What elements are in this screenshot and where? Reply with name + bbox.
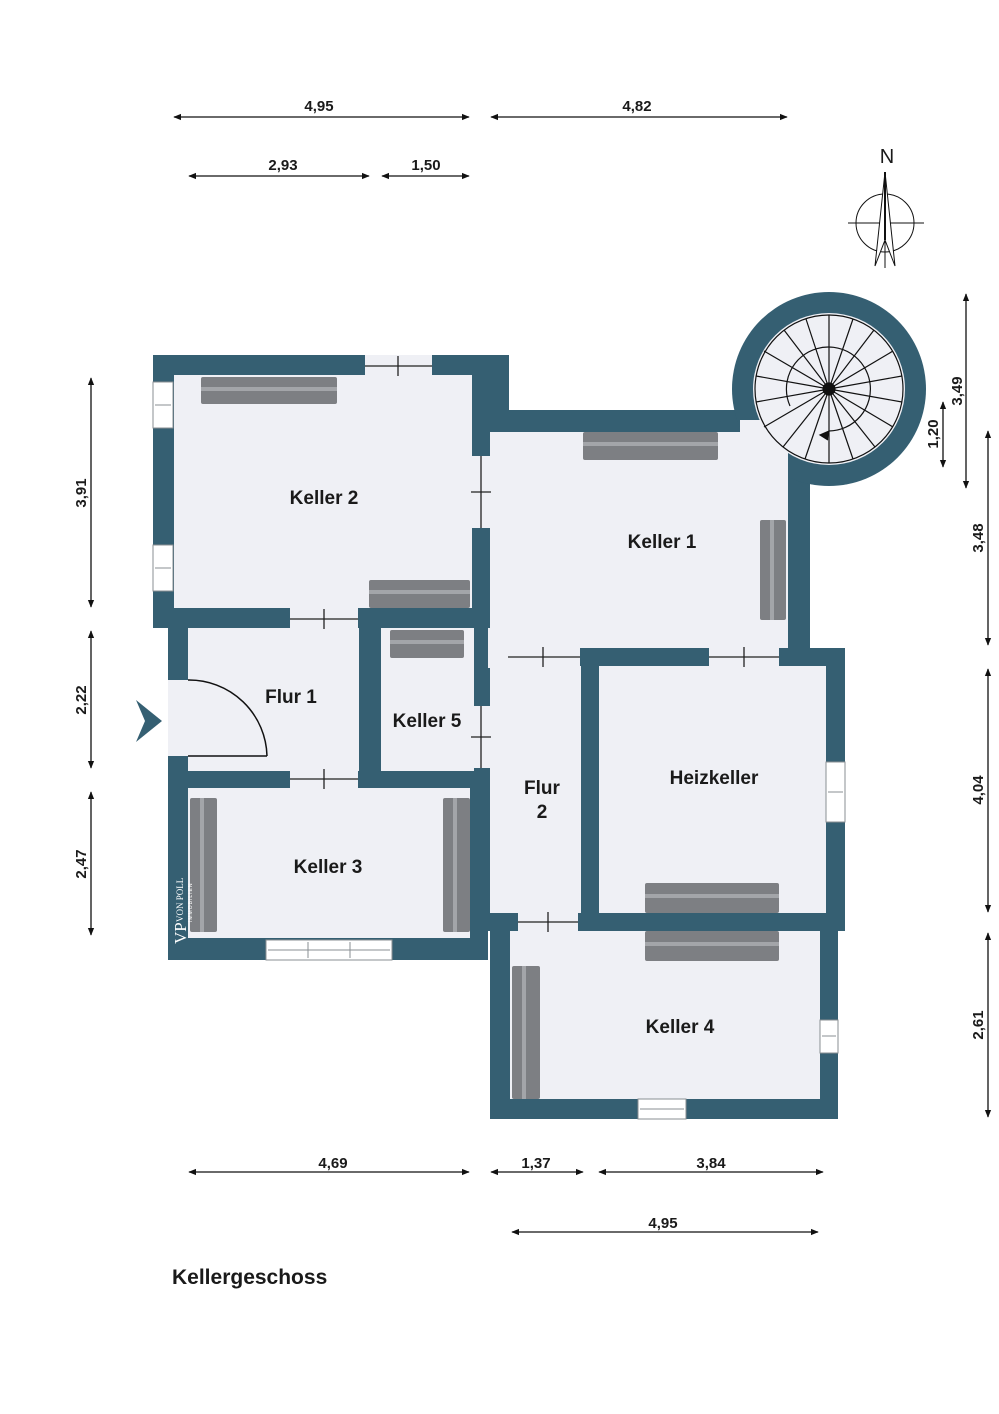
room-keller2: Keller 2 [290, 488, 359, 509]
room-keller1: Keller 1 [628, 532, 697, 553]
dim-right-2: 1,20 [925, 419, 942, 448]
compass-north-label: N [880, 146, 894, 168]
room-labels: Keller 2 Keller 1 Flur 1 Keller 5 Flur 2… [265, 488, 759, 1038]
dim-left-2: 2,22 [73, 685, 90, 714]
room-keller4: Keller 4 [646, 1017, 715, 1038]
dim-top-2: 4,82 [622, 98, 651, 115]
dimension-lines [87, 113, 992, 1236]
dim-bottom-2: 1,37 [521, 1155, 550, 1172]
dim-left-3: 2,47 [73, 849, 90, 878]
dim-right-1: 3,49 [949, 376, 966, 405]
dim-right-4: 4,04 [970, 775, 987, 805]
dim-top-3: 2,93 [268, 157, 297, 174]
dimension-labels: 4,95 4,82 2,93 1,50 3,91 2,22 2,47 3,49 … [73, 98, 987, 1232]
dim-right-3: 3,48 [970, 523, 987, 552]
room-flur1: Flur 1 [265, 687, 317, 708]
furniture [190, 377, 786, 1099]
room-keller5: Keller 5 [393, 711, 462, 732]
dim-top-1: 4,95 [304, 98, 333, 115]
dim-bottom-1: 4,69 [318, 1155, 347, 1172]
svg-text:VON POLL: VON POLL [175, 878, 185, 922]
vonpoll-logo: VP VON POLL IMMOBILIEN [171, 878, 194, 944]
compass-icon [848, 171, 924, 268]
dim-right-5: 2,61 [970, 1010, 987, 1039]
dim-bottom-3: 3,84 [696, 1155, 726, 1172]
entrance-arrow-icon [136, 700, 162, 742]
door-marks [290, 356, 779, 932]
windows [152, 381, 846, 1120]
room-heizkeller: Heizkeller [670, 768, 759, 789]
svg-text:IMMOBILIEN: IMMOBILIEN [188, 883, 194, 922]
spiral-staircase [754, 314, 904, 464]
dim-left-1: 3,91 [73, 478, 90, 507]
room-flur2-line2: 2 [537, 802, 548, 823]
entrance-door [187, 679, 268, 757]
dim-bottom-4: 4,95 [648, 1215, 677, 1232]
room-keller3: Keller 3 [294, 857, 363, 878]
dim-top-4: 1,50 [411, 157, 440, 174]
floor-label: Kellergeschoss [172, 1266, 328, 1289]
svg-text:VP: VP [171, 922, 190, 944]
room-flur2-line1: Flur [524, 778, 560, 799]
